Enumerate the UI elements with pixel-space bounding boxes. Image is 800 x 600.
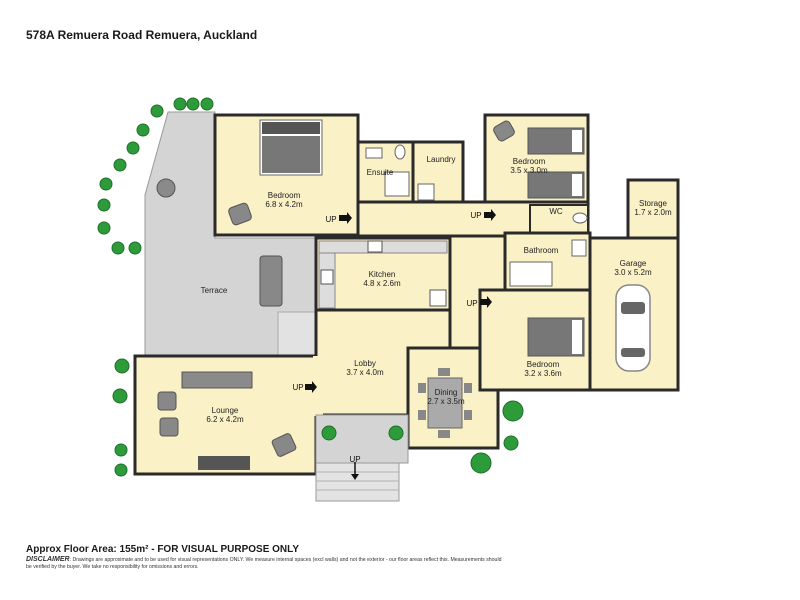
vanity-icon	[365, 147, 383, 159]
lounge-chair-icon	[157, 391, 177, 411]
sofa-icon	[181, 371, 253, 389]
bedroom-main-label: Bedroom	[268, 191, 301, 200]
bathroom-label: Bathroom	[524, 246, 559, 255]
laundry-label: Laundry	[427, 155, 456, 164]
bath-icon	[509, 261, 553, 287]
car-icon	[615, 284, 651, 372]
kitchen-label: Kitchen	[369, 270, 396, 279]
terrace-sofa-icon	[259, 255, 283, 307]
cooktop-icon	[367, 240, 383, 253]
armchair-icon-2	[493, 120, 515, 142]
wc-label: WC	[549, 207, 563, 216]
ensuite-label: Ensuite	[367, 168, 394, 177]
bedroom-3-label: Bedroom	[527, 360, 560, 369]
armchair-icon	[228, 202, 252, 226]
disclaimer: DISCLAIMER: Drawings are approximate and…	[26, 556, 506, 570]
terrace-table-icon	[156, 178, 176, 198]
kitchen-bench	[318, 240, 448, 254]
floor-area-text: Approx Floor Area: 155m² - FOR VISUAL PU…	[26, 544, 300, 555]
vanity-icon-2	[571, 239, 587, 257]
fireplace-icon	[198, 456, 250, 470]
bedroom-main-size: 6.8 x 4.2m	[265, 200, 303, 209]
lounge-chair-icon-3	[271, 433, 297, 457]
lounge-connector	[313, 356, 323, 416]
dining-size: 2.7 x 3.5m	[427, 397, 465, 406]
terrace-label: Terrace	[201, 286, 228, 295]
bedroom-3-size: 3.2 x 3.6m	[524, 369, 562, 378]
lobby-size: 3.7 x 4.0m	[346, 368, 384, 377]
up-marker-2: UP	[470, 209, 496, 221]
bedroom-2-label: Bedroom	[513, 157, 546, 166]
bedroom-2-size: 3.5 x 3.0m	[510, 166, 548, 175]
tree-icons	[97, 97, 524, 477]
toilet-icon	[394, 144, 406, 160]
kitchen-size: 4.8 x 2.6m	[363, 279, 401, 288]
up-marker: UP	[325, 212, 352, 224]
sink-icon	[320, 269, 334, 285]
shower-icon	[384, 171, 410, 197]
lounge-chair-icon-2	[159, 417, 179, 437]
washing-machine-icon	[417, 183, 435, 201]
fridge-icon	[429, 289, 447, 307]
storage-label: Storage	[639, 199, 668, 208]
svg-text:UP: UP	[292, 383, 303, 392]
dining-label: Dining	[435, 388, 458, 397]
bed-icon	[527, 127, 585, 199]
garage-label: Garage	[620, 259, 647, 268]
address-title: 578A Remuera Road Remuera, Auckland	[26, 28, 258, 42]
up-marker-4: UP	[292, 381, 317, 393]
disclaimer-text: : Drawings are approximate and to be use…	[26, 557, 502, 570]
svg-text:UP: UP	[466, 299, 477, 308]
svg-text:UP: UP	[470, 211, 481, 220]
up-marker-5: UP	[349, 455, 360, 464]
up-marker-3: UP	[466, 296, 492, 308]
front-steps	[315, 462, 400, 502]
double-bed-icon-2	[527, 317, 585, 357]
storage-size: 1.7 x 2.0m	[634, 208, 672, 217]
terrace-step	[277, 311, 317, 357]
disclaimer-label: DISCLAIMER	[26, 556, 70, 563]
lounge-label: Lounge	[212, 406, 239, 415]
lobby-label: Lobby	[354, 359, 376, 368]
dining-table-icon	[418, 368, 472, 438]
wc-toilet-icon	[572, 212, 588, 224]
garage-size: 3.0 x 5.2m	[614, 268, 652, 277]
double-bed-icon	[259, 119, 323, 176]
lounge-size: 6.2 x 4.2m	[206, 415, 244, 424]
storage-room	[626, 178, 680, 240]
svg-text:UP: UP	[325, 215, 336, 224]
